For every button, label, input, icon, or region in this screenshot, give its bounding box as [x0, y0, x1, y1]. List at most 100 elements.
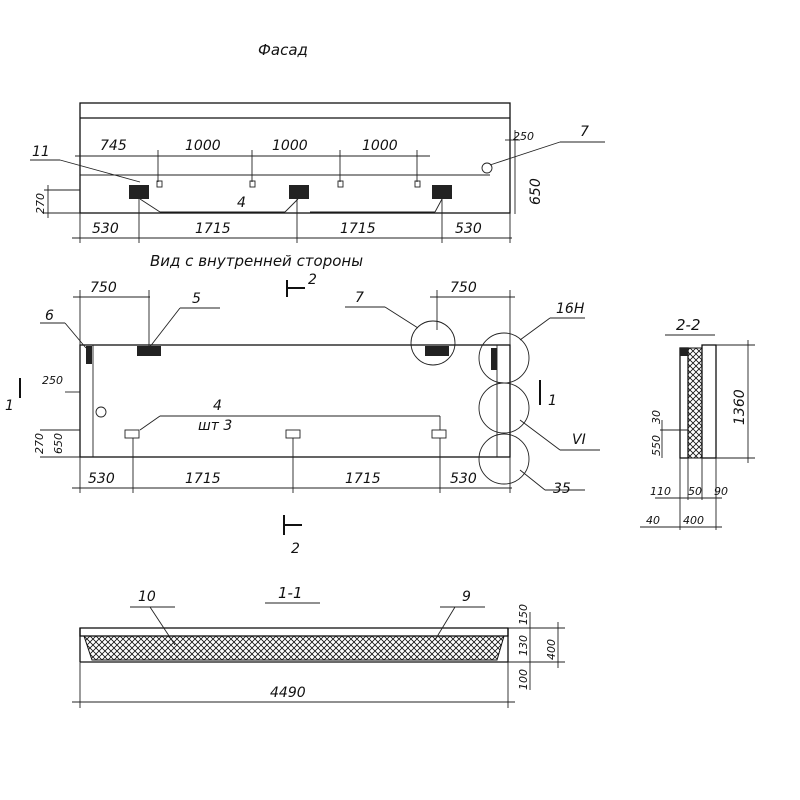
section11-title: 1-1	[278, 584, 303, 602]
inner-dim-250: 250	[42, 374, 63, 387]
facade-dim-270: 270	[34, 193, 47, 214]
facade-leader-4-a	[139, 198, 161, 213]
facade-dim-250: 250	[513, 130, 534, 143]
section11-leader-10	[149, 606, 176, 646]
facade-dim-1715-b: 1715	[340, 221, 376, 237]
facade-hole	[481, 162, 493, 174]
facade-view: Фасад 745 1000 1000 1000 250 650 270	[30, 41, 605, 243]
inner-leader-7	[384, 306, 419, 329]
inner-dim-750-right: 750	[450, 280, 477, 296]
facade-loop-1	[156, 180, 163, 188]
section22-outer-layer	[679, 347, 689, 459]
inner-cut1-left-label: 1	[5, 398, 14, 414]
section11-top-layer	[79, 627, 509, 637]
inner-cut2-bottom-label: 2	[291, 541, 300, 557]
inner-cut2-top-label: 2	[308, 272, 317, 288]
section22-dim-1360: 1360	[732, 389, 748, 425]
inner-label-4: 4	[213, 398, 222, 414]
section11-dim-4490: 4490	[270, 685, 306, 701]
inner-corner-right	[491, 348, 497, 370]
facade-dim-1000-a: 1000	[185, 138, 221, 154]
inner-dim-530-right: 530	[450, 471, 477, 487]
facade-dim-1000-c: 1000	[362, 138, 398, 154]
inner-detail-circle-7	[410, 320, 456, 366]
inner-outline	[79, 344, 511, 458]
facade-dim-745: 745	[100, 138, 127, 154]
section22-title: 2-2	[676, 316, 701, 334]
inner-label-vi: VI	[572, 432, 586, 448]
section22-insulation	[687, 347, 703, 459]
facade-loop-4	[414, 180, 421, 188]
inner-dim-1715-b: 1715	[345, 471, 381, 487]
inner-dim-1715-a: 1715	[185, 471, 221, 487]
facade-dim-530-left: 530	[92, 221, 119, 237]
inner-label-35: 35	[553, 481, 571, 497]
section11-dim-100: 100	[517, 669, 530, 690]
facade-leader-11	[59, 159, 141, 183]
inner-view: Вид с внутренней стороны 2 750 750	[5, 252, 600, 557]
inner-cut1-right-label: 1	[548, 393, 557, 409]
section-1-1: 1-1 10 9 150 130 400 100 4490	[72, 584, 565, 708]
inner-label-6: 6	[45, 308, 54, 324]
inner-embed-3	[431, 429, 447, 439]
section11-dim-150: 150	[517, 604, 530, 625]
facade-leader-7	[489, 141, 561, 166]
inner-label-16n: 16Н	[556, 301, 585, 317]
section22-dim-400: 400	[683, 514, 704, 527]
facade-dim-650: 650	[528, 178, 544, 205]
facade-leader-4-c	[434, 198, 443, 213]
inner-dim-270: 270	[33, 433, 46, 454]
inner-leader-vi	[519, 419, 561, 451]
inner-leader-5	[148, 307, 181, 349]
facade-dim-530-right: 530	[455, 221, 482, 237]
facade-title: Фасад	[258, 41, 308, 59]
inner-leader-4-a	[139, 415, 161, 431]
inner-detail-circle-vi	[478, 382, 530, 434]
inner-loop-right	[425, 346, 449, 356]
section22-dim-40: 40	[646, 514, 660, 527]
section11-label-10: 10	[138, 589, 156, 605]
facade-dim-1000-b: 1000	[272, 138, 308, 154]
inner-loop-left	[137, 346, 161, 356]
section11-dim-400: 400	[545, 639, 558, 660]
inner-leader-6	[64, 322, 87, 349]
section22-inner-layer	[701, 344, 717, 459]
inner-detail-circle-35	[478, 433, 530, 485]
facade-label-7: 7	[580, 124, 589, 140]
inner-view-title: Вид с внутренней стороны	[150, 252, 363, 270]
section11-leader-9	[434, 606, 456, 641]
facade-embed-1	[129, 185, 149, 199]
section11-insulation	[83, 635, 505, 661]
inner-leader-16n	[519, 317, 551, 341]
section22-dim-110: 110	[650, 485, 671, 498]
section22-dim-50: 50	[688, 485, 702, 498]
section-2-2: 2-2 1360 30 550 110 50 90 40 400	[640, 316, 755, 530]
section22-top-cap	[680, 348, 688, 356]
facade-embed-2	[289, 185, 309, 199]
section11-dim-130: 130	[517, 635, 530, 656]
section22-dim-90: 90	[714, 485, 728, 498]
inner-dim-650: 650	[52, 433, 65, 454]
facade-embed-3	[432, 185, 452, 199]
inner-detail-circle-16n	[478, 332, 530, 384]
facade-loop-3	[337, 180, 344, 188]
inner-label-7: 7	[355, 290, 364, 306]
inner-corner-left	[86, 346, 92, 364]
inner-dim-530-left: 530	[88, 471, 115, 487]
inner-hole	[95, 406, 107, 418]
facade-loop-2	[249, 180, 256, 188]
section22-dim-550: 550	[650, 435, 663, 456]
inner-dim-750-left: 750	[90, 280, 117, 296]
inner-label-4-sub: шт 3	[198, 418, 232, 434]
inner-embed-1	[124, 429, 140, 439]
facade-leader-4-b	[284, 198, 299, 213]
inner-embed-2	[285, 429, 301, 439]
inner-label-5: 5	[192, 291, 201, 307]
facade-dim-1715-a: 1715	[195, 221, 231, 237]
section11-label-9: 9	[462, 589, 471, 605]
section22-dim-30: 30	[650, 410, 663, 424]
facade-label-4: 4	[237, 195, 246, 211]
inner-leader-35	[519, 469, 546, 491]
facade-label-11: 11	[32, 144, 50, 160]
